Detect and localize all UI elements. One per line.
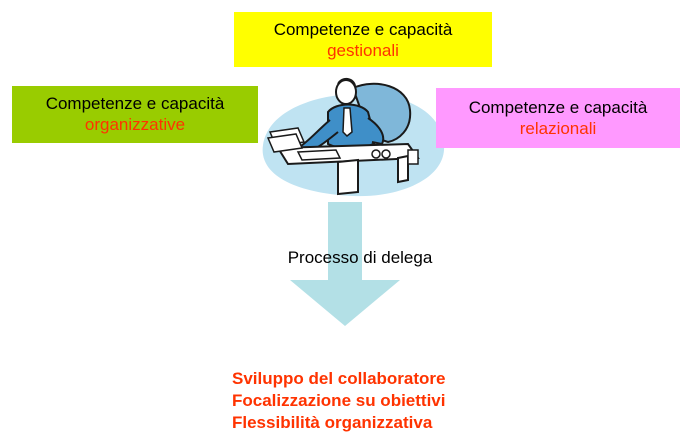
box-title: Competenze e capacità <box>45 94 225 113</box>
outcome-item: Sviluppo del collaboratore <box>232 369 446 388</box>
competenze-gestionali-box: Competenze e capacità gestionali <box>234 12 492 67</box>
process-label: Processo di delega <box>287 248 433 267</box>
outcome-item: Flessibilità organizzativa <box>232 413 433 432</box>
competenze-relazionali-box: Competenze e capacità relazionali <box>436 88 680 148</box>
box-subtitle-gestionali: gestionali <box>327 41 399 60</box>
outcome-item: Focalizzazione su obiettivi <box>232 391 446 410</box>
outcomes-list: Sviluppo del collaboratore Focalizzazion… <box>232 368 445 434</box>
box-subtitle-organizzative: organizzative <box>84 115 186 134</box>
competenze-organizzative-box: Competenze e capacità organizzative <box>12 86 258 143</box>
box-title: Competenze e capacità <box>273 20 453 39</box>
box-subtitle-relazionali: relazionali <box>519 119 597 138</box>
manager-at-desk-icon <box>262 78 445 197</box>
down-arrow-icon <box>290 202 400 326</box>
box-title: Competenze e capacità <box>468 98 648 117</box>
